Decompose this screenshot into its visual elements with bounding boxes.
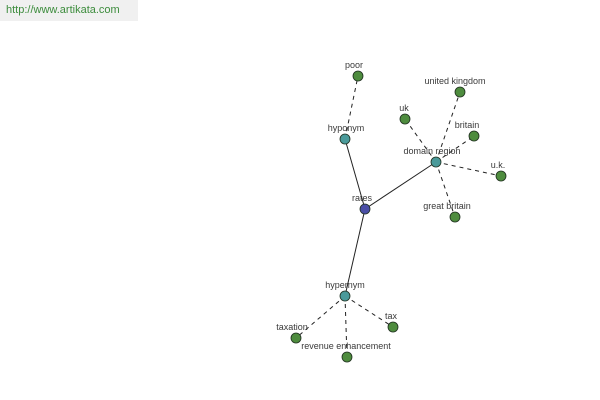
center-node-circle[interactable] [359, 203, 371, 215]
edge-domain-region-great-britain [435, 161, 456, 218]
word-node-circle[interactable] [454, 86, 466, 98]
relation-node-circle[interactable] [339, 133, 351, 145]
node-uk[interactable]: uk [399, 103, 411, 125]
graph-nodes: poor united kingdom uk britain u.k. great bri… [276, 60, 507, 363]
node-domain-region[interactable]: domain region [403, 146, 461, 168]
node-label-taxation: taxation [276, 322, 308, 332]
edge-hyponym-poor [344, 75, 359, 140]
node-britain[interactable]: britain [455, 120, 480, 142]
word-node-circle[interactable] [387, 321, 399, 333]
node-label-great-britain: great britain [423, 201, 471, 211]
edge-domain-region-u-k [435, 161, 502, 177]
word-node-circle[interactable] [468, 130, 480, 142]
node-label-uk: uk [399, 103, 409, 113]
node-label-u-k: u.k. [491, 160, 506, 170]
relation-node-circle[interactable] [430, 156, 442, 168]
edge-hypernym-taxation [295, 295, 346, 339]
edge-rates-domain-region [364, 161, 437, 210]
node-label-united-kingdom: united kingdom [424, 76, 485, 86]
node-label-domain-region: domain region [403, 146, 460, 156]
node-tax[interactable]: tax [385, 311, 399, 333]
word-node-circle[interactable] [352, 70, 364, 82]
node-label-hypernym: hypernym [325, 280, 365, 290]
node-label-rates: rates [352, 193, 373, 203]
node-label-poor: poor [345, 60, 363, 70]
edge-hypernym-tax [344, 295, 394, 328]
node-revenue-enhancement[interactable]: revenue enhancement [301, 341, 391, 363]
node-rates[interactable]: rates [352, 193, 373, 215]
node-taxation[interactable]: taxation [276, 322, 308, 344]
node-label-revenue-enhancement: revenue enhancement [301, 341, 391, 351]
graph-edges [295, 75, 502, 358]
edge-hypernym-revenue-enhancement [344, 295, 348, 358]
node-label-tax: tax [385, 311, 398, 321]
relation-node-circle[interactable] [339, 290, 351, 302]
word-node-circle[interactable] [290, 332, 302, 344]
edge-rates-hyponym [344, 138, 366, 210]
edge-rates-hypernym [344, 208, 366, 297]
node-label-britain: britain [455, 120, 480, 130]
edge-domain-region-uk [404, 118, 437, 163]
word-node-circle[interactable] [495, 170, 507, 182]
node-label-hyponym: hyponym [328, 123, 365, 133]
word-node-circle[interactable] [341, 351, 353, 363]
node-great-britain[interactable]: great britain [423, 201, 471, 223]
node-u-k[interactable]: u.k. [491, 160, 507, 182]
source-bar: http://www.artikata.com [0, 0, 138, 21]
word-node-circle[interactable] [399, 113, 411, 125]
source-link[interactable]: http://www.artikata.com [6, 4, 120, 16]
node-hypernym[interactable]: hypernym [325, 280, 365, 302]
node-poor[interactable]: poor [345, 60, 364, 82]
node-hyponym[interactable]: hyponym [328, 123, 365, 145]
word-node-circle[interactable] [449, 211, 461, 223]
node-united-kingdom[interactable]: united kingdom [424, 76, 486, 98]
